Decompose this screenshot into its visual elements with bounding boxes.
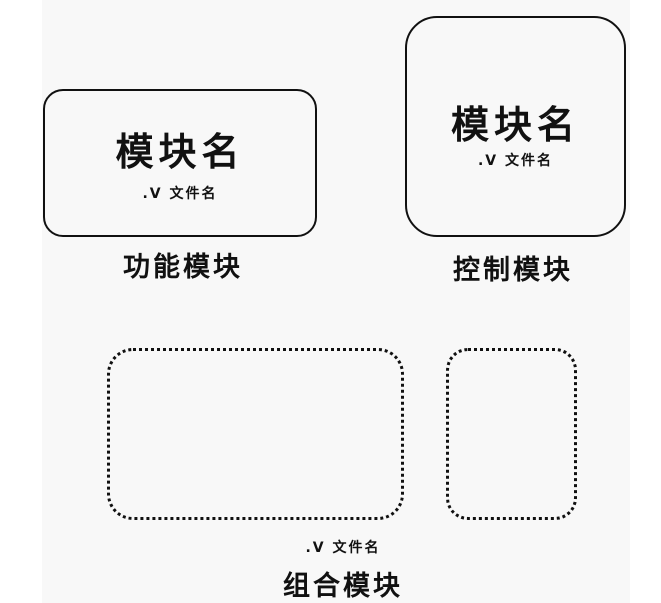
control-module-caption: 控制模块 xyxy=(453,255,573,286)
control-module-file: .V 文件名 xyxy=(477,153,554,169)
functional-module-name: 模块名 xyxy=(115,130,245,174)
functional-module-caption: 功能模块 xyxy=(123,252,243,283)
composite-module-box-small xyxy=(446,348,577,520)
composite-module-box-large xyxy=(107,348,404,520)
control-module-name: 模块名 xyxy=(450,103,580,147)
functional-module-box xyxy=(43,89,317,237)
composite-module-caption: 组合模块 xyxy=(283,571,403,602)
composite-module-file: .V 文件名 xyxy=(305,540,381,556)
functional-module-file: .V 文件名 xyxy=(142,186,218,202)
control-module-box xyxy=(405,16,626,237)
diagram-canvas xyxy=(42,0,630,603)
